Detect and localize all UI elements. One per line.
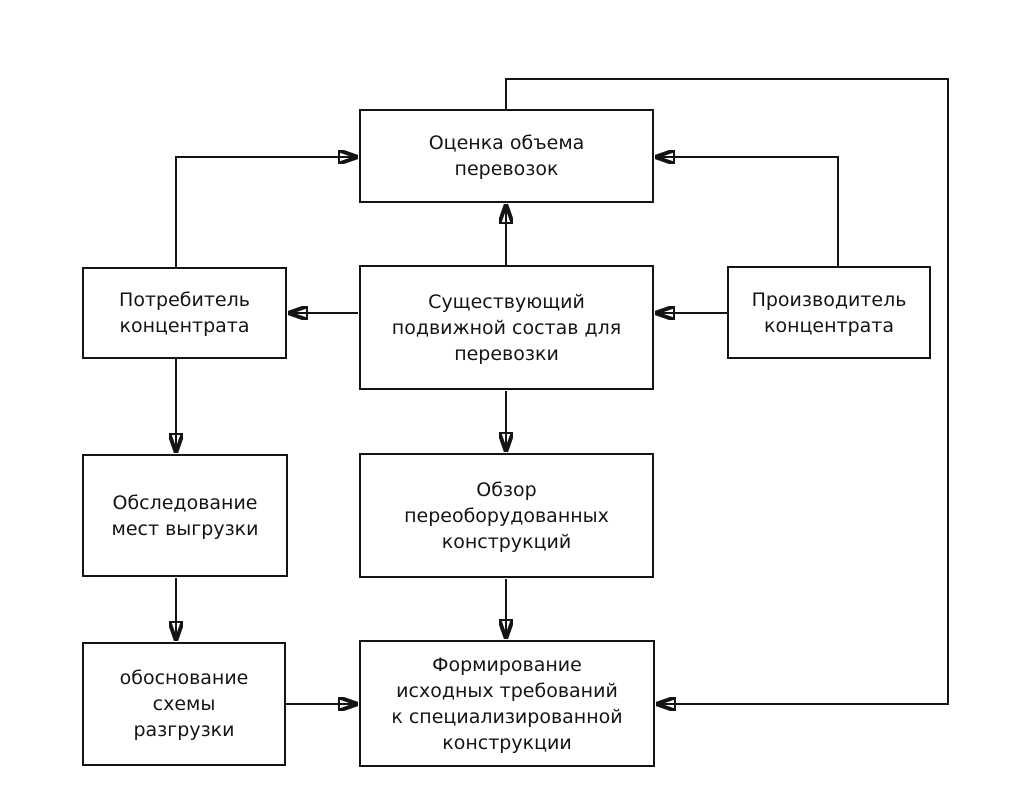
node-existing-rolling-stock: Существующий подвижной состав для перево… (359, 265, 654, 390)
node-requirements-formation: Формирование исходных требований к специ… (359, 640, 655, 767)
node-volume-assessment-label: Оценка объема перевозок (428, 132, 585, 180)
node-requirements-formation-label: Формирование исходных требований к специ… (391, 653, 623, 754)
node-unloading-sites-survey: Обследование мест выгрузки (82, 454, 288, 577)
node-unloading-scheme-justification-label: обоснование схемы разгрузки (119, 667, 249, 741)
node-concentrate-consumer-label: Потребитель концентрата (119, 289, 250, 337)
node-concentrate-producer: Производитель концентрата (727, 266, 931, 359)
node-unloading-sites-survey-label: Обследование мест выгрузки (111, 491, 259, 540)
node-concentrate-producer-label: Производитель концентрата (751, 288, 907, 337)
node-unloading-scheme-justification: обоснование схемы разгрузки (82, 642, 286, 766)
node-volume-assessment: Оценка объема перевозок (359, 109, 654, 203)
node-existing-rolling-stock-label: Существующий подвижной состав для перево… (391, 290, 622, 365)
node-converted-structures-review-label: Обзор переоборудованных конструкций (404, 478, 609, 553)
edge-consumer-to-volume-assessment (175, 157, 357, 267)
edge-volume-assessment-to-requirements-feedback (505, 78, 949, 704)
node-concentrate-consumer: Потребитель концентрата (82, 267, 287, 359)
node-converted-structures-review: Обзор переоборудованных конструкций (359, 453, 654, 578)
edge-producer-to-volume-assessment (656, 157, 839, 266)
